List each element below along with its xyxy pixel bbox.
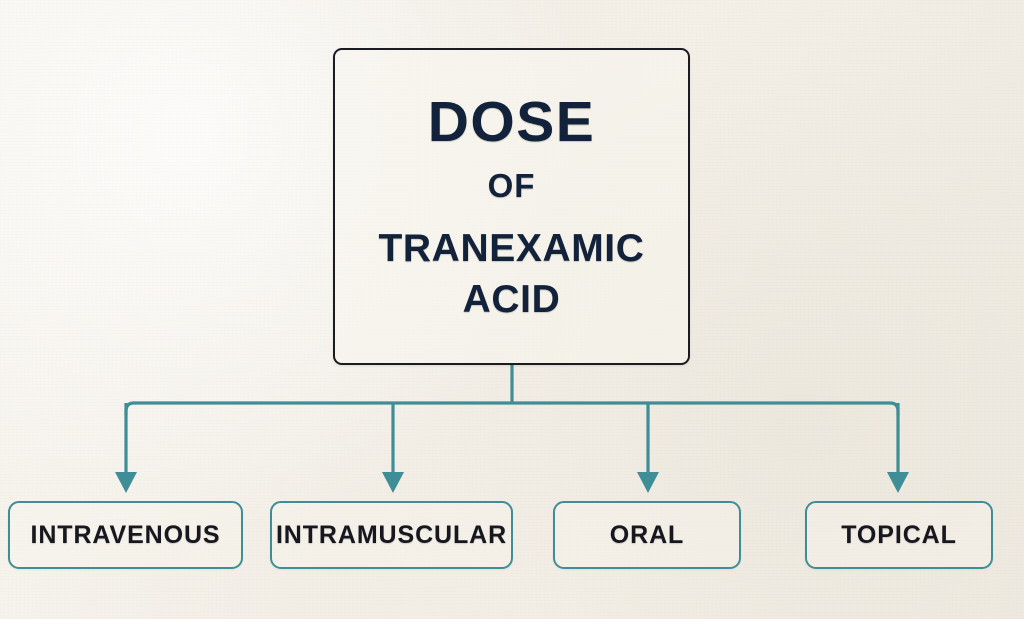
- root-line-acid: ACID: [462, 278, 561, 322]
- arrowhead-0: [115, 472, 137, 493]
- branch-node-intramuscular[interactable]: INTRAMUSCULAR: [270, 501, 513, 569]
- branch-node-topical[interactable]: TOPICAL: [805, 501, 993, 569]
- root-line-dose: DOSE: [427, 90, 596, 155]
- branch-label: TOPICAL: [841, 520, 957, 549]
- branch-label: INTRAMUSCULAR: [275, 520, 508, 549]
- arrowhead-3: [887, 472, 909, 493]
- branch-label: ORAL: [609, 520, 685, 549]
- branch-label: INTRAVENOUS: [30, 520, 221, 549]
- connector-bus: [124, 401, 900, 415]
- root-line-tranexamic: TRANEXAMIC: [378, 226, 645, 270]
- branch-node-intravenous[interactable]: INTRAVENOUS: [8, 501, 243, 569]
- root-line-of: OF: [487, 166, 536, 204]
- arrowhead-2: [637, 472, 659, 493]
- arrowhead-1: [382, 472, 404, 493]
- branch-node-oral[interactable]: ORAL: [553, 501, 741, 569]
- root-node-dose-of-tranexamic-acid[interactable]: DOSE OF TRANEXAMIC ACID: [333, 48, 690, 365]
